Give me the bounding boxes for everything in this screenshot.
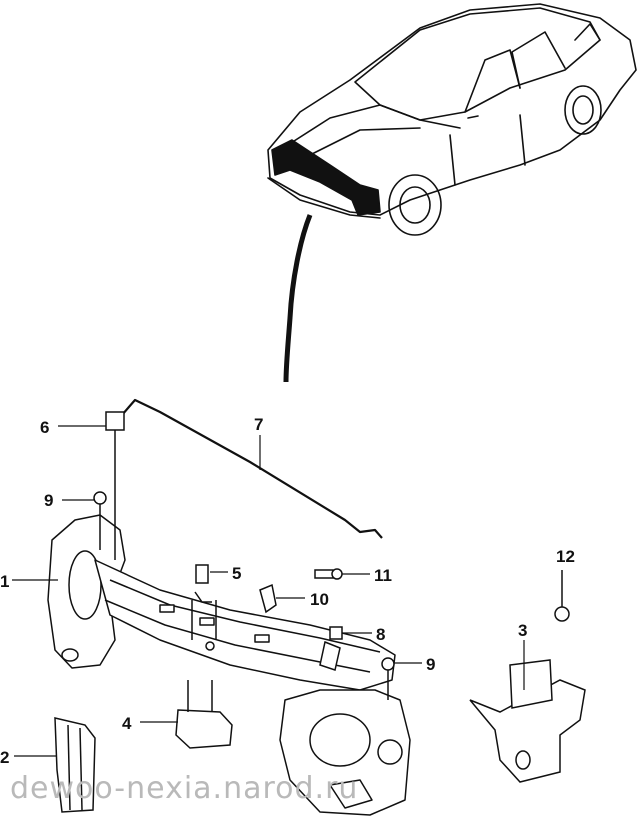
retainer-part-9-lower xyxy=(381,657,395,700)
leader-curve xyxy=(283,214,313,383)
callout-label-11: 11 xyxy=(374,566,392,585)
callout-label-7: 7 xyxy=(254,415,263,434)
callout-label-9-lower: 9 xyxy=(426,655,435,674)
callout-label-4: 4 xyxy=(122,714,132,733)
callout-leaders xyxy=(12,425,525,757)
bracket-part-3 xyxy=(469,659,586,783)
retainer-part-9-upper xyxy=(93,491,107,550)
car-illustration xyxy=(267,3,637,236)
clip-part-10 xyxy=(259,583,277,614)
watermark-text: dewoo-nexia.narod.ru xyxy=(10,771,358,806)
callout-label-2: 2 xyxy=(0,748,9,767)
bolt-part-5 xyxy=(191,564,217,640)
callout-label-5: 5 xyxy=(232,564,241,583)
callout-label-1: 1 xyxy=(0,572,9,591)
callout-label-3: 3 xyxy=(518,621,527,640)
callout-label-6: 6 xyxy=(40,418,49,437)
callout-label-12: 12 xyxy=(556,547,575,566)
front-panel-assembly xyxy=(47,514,411,816)
callout-label-9-upper: 9 xyxy=(44,491,53,510)
rod-part-7 xyxy=(121,398,383,539)
screw-part-11 xyxy=(314,568,343,580)
bracket-part-2 xyxy=(54,717,96,813)
clip-part-6 xyxy=(105,411,125,560)
callout-label-8: 8 xyxy=(376,625,385,644)
callout-label-10: 10 xyxy=(310,590,329,609)
bracket-part-8 xyxy=(319,626,343,671)
mount-pad-part-4 xyxy=(175,680,233,749)
nut-part-12 xyxy=(554,570,570,622)
